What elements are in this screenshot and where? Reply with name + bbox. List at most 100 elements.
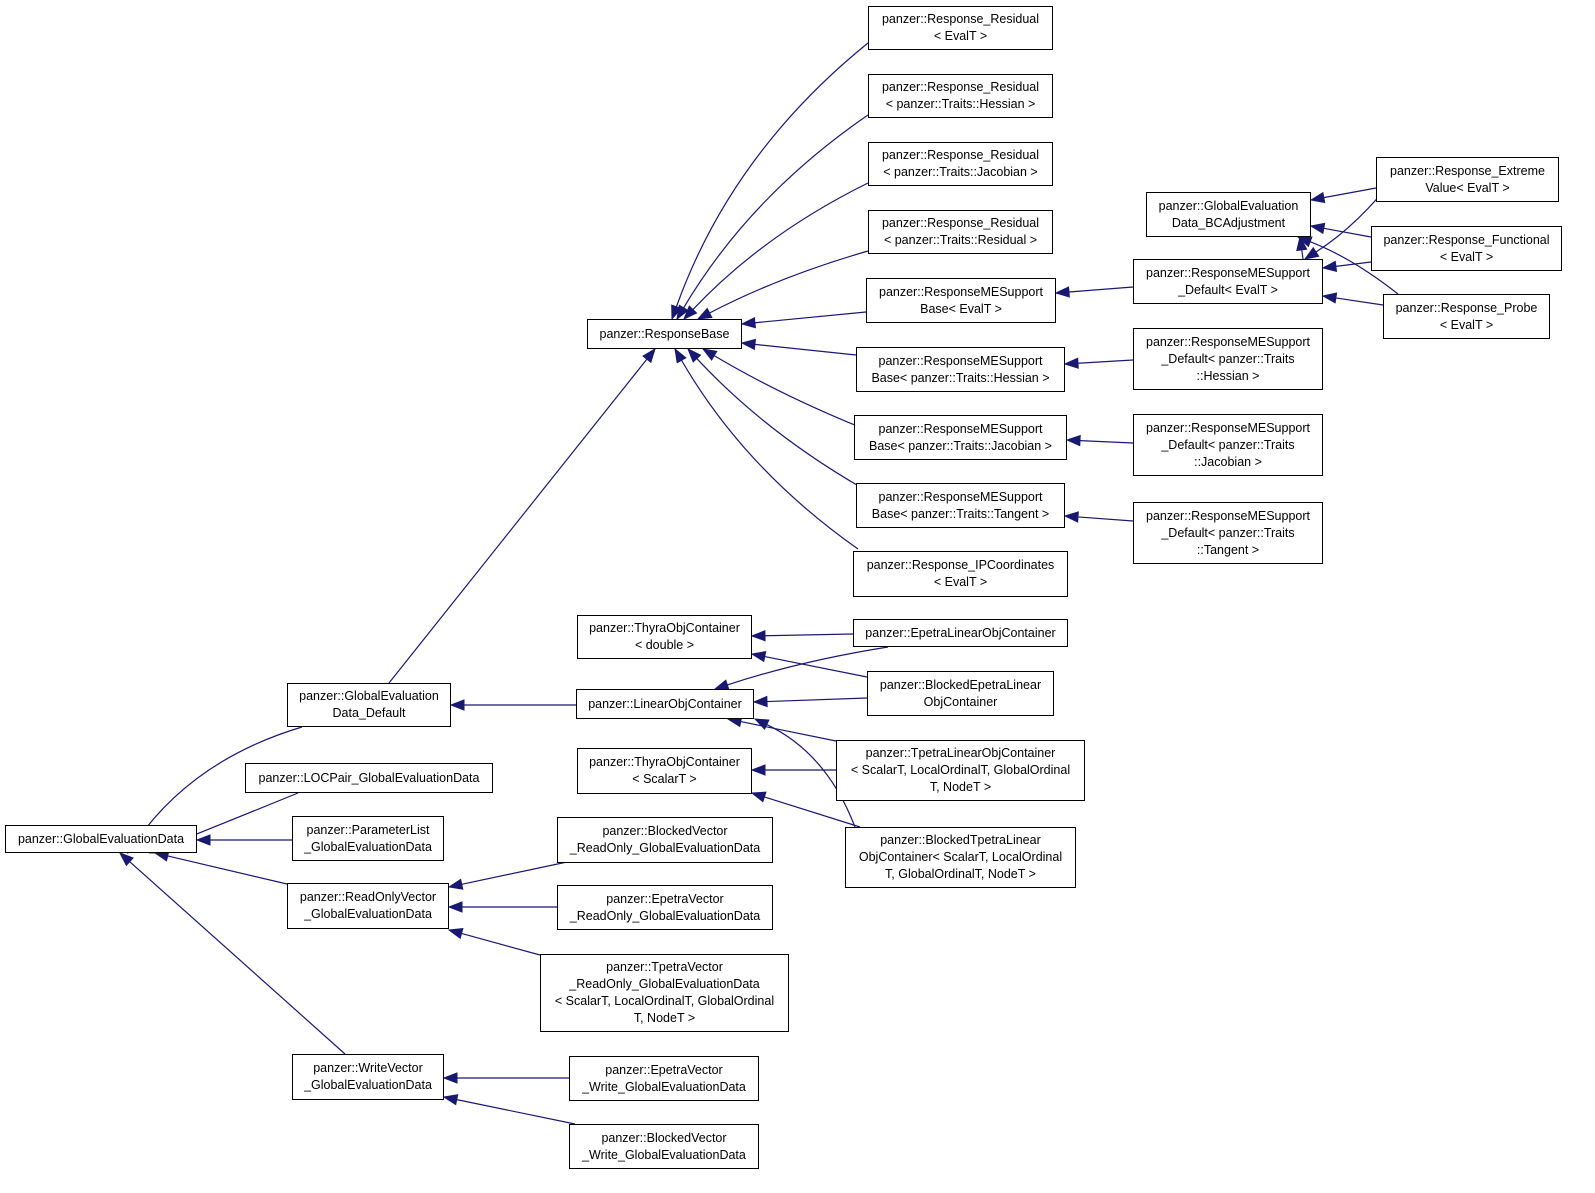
- class-node-responsebase[interactable]: panzer::ResponseBase: [587, 319, 742, 349]
- inheritance-edge-rr_jac-to-responsebase: [692, 182, 869, 310]
- class-node-r-ipc[interactable]: panzer::Response_IPCoordinates< EvalT >: [853, 551, 1068, 597]
- class-node-ged[interactable]: panzer::GlobalEvaluationData: [5, 825, 197, 853]
- class-node-label-line: < EvalT >: [933, 575, 988, 589]
- inheritance-arrowhead: [1309, 191, 1326, 204]
- class-node-epetra-ro[interactable]: panzer::EpetraVector_ReadOnly_GlobalEval…: [557, 885, 773, 930]
- class-node-thyra-double[interactable]: panzer::ThyraObjContainer< double >: [577, 615, 752, 659]
- class-node-rr-evalt[interactable]: panzer::Response_Residual< EvalT >: [868, 6, 1053, 50]
- class-node-label-line: Base< panzer::Traits::Jacobian >: [869, 438, 1052, 453]
- inheritance-edge-rmes_tan-to-responsebase: [696, 358, 863, 489]
- inheritance-arrowhead: [674, 347, 687, 364]
- inheritance-edge-rr_hess-to-responsebase: [683, 114, 869, 309]
- inheritance-edge-rmesd_tan-to-rmes_tan: [1077, 516, 1134, 522]
- class-node-rr-jac[interactable]: panzer::Response_Residual< panzer::Trait…: [868, 142, 1053, 186]
- class-node-label-line: panzer::ResponseMESupport: [878, 489, 1043, 504]
- class-node-label-line: panzer::ThyraObjContainer: [589, 755, 740, 769]
- class-node-label-line: < panzer::Traits::Jacobian >: [883, 165, 1038, 179]
- inheritance-arrowhead: [687, 347, 702, 363]
- inheritance-arrowhead: [1296, 235, 1308, 252]
- class-node-readonly[interactable]: panzer::ReadOnlyVector_GlobalEvaluationD…: [287, 883, 449, 929]
- class-node-label-line: panzer::ResponseMESupport: [1146, 334, 1310, 349]
- inheritance-arrowhead: [449, 699, 465, 711]
- inheritance-edge-blocked_tpetra-to-linobj: [766, 724, 856, 828]
- class-node-label-line: panzer::ResponseMESupport: [879, 284, 1043, 299]
- class-node-label-line: < EvalT >: [1439, 317, 1494, 332]
- inheritance-edge-rmes_hess-to-responsebase: [754, 343, 857, 356]
- class-node-writevec[interactable]: panzer::WriteVector_GlobalEvaluationData: [292, 1054, 444, 1100]
- class-node-r-probe[interactable]: panzer::Response_Probe< EvalT >: [1383, 294, 1550, 339]
- inheritance-arrowhead: [701, 348, 718, 361]
- class-node-rmesd-jac[interactable]: panzer::ResponseMESupport_Default< panze…: [1133, 414, 1323, 476]
- class-node-label-line: panzer::GlobalEvaluation: [299, 689, 439, 703]
- class-node-tpetra-ro[interactable]: panzer::TpetraVector_ReadOnly_GlobalEval…: [540, 954, 789, 1032]
- inheritance-arrowhead: [442, 1094, 459, 1106]
- class-node-label-line: panzer::BlockedVector: [601, 1130, 727, 1145]
- class-node-label-line: panzer::ThyraObjContainer: [589, 621, 740, 635]
- class-node-rr-hess[interactable]: panzer::Response_Residual< panzer::Trait…: [868, 74, 1053, 118]
- class-node-rmesd-evalt[interactable]: panzer::ResponseMESupport_Default< EvalT…: [1133, 259, 1323, 304]
- inheritance-edge-blocked_tpetra-to-thyra_scalar: [764, 796, 861, 828]
- class-node-rmesd-tan[interactable]: panzer::ResponseMESupport_Default< panze…: [1133, 502, 1323, 564]
- class-node-blocked-w[interactable]: panzer::BlockedVector_Write_GlobalEvalua…: [569, 1124, 759, 1169]
- class-node-label-line: panzer::LinearObjContainer: [588, 696, 742, 711]
- inheritance-arrowhead: [750, 630, 766, 642]
- class-node-r-functional[interactable]: panzer::Response_Functional< EvalT >: [1371, 226, 1562, 271]
- class-node-paramlist[interactable]: panzer::ParameterList_GlobalEvaluationDa…: [292, 816, 444, 861]
- class-node-label-line: panzer::BlockedTpetraLinear: [880, 833, 1041, 847]
- class-node-epetra-loc[interactable]: panzer::EpetraLinearObjContainer: [853, 619, 1068, 647]
- class-node-label-line: panzer::WriteVector: [313, 1061, 423, 1075]
- class-node-label-line: ::Tangent >: [1196, 542, 1260, 557]
- class-node-label-line: _Write_GlobalEvaluationData: [582, 1147, 746, 1162]
- class-node-label-line: panzer::Response_Residual: [881, 80, 1040, 94]
- class-node-label-line: Value< EvalT >: [1425, 180, 1510, 195]
- class-node-label-line: ::Hessian >: [1196, 368, 1260, 383]
- inheritance-edge-rmesd_jac-to-rmes_jac: [1079, 439, 1134, 444]
- inheritance-edge-blocked_w-to-writevec: [456, 1099, 576, 1125]
- class-node-label-line: _Default< panzer::Traits: [1161, 437, 1295, 452]
- class-node-label-line: panzer::TpetraVector: [606, 960, 723, 974]
- inheritance-arrowhead: [447, 901, 463, 913]
- class-node-label-line: Base< EvalT >: [920, 301, 1002, 316]
- class-node-locpair[interactable]: panzer::LOCPair_GlobalEvaluationData: [245, 763, 493, 793]
- class-node-label-line: < ScalarT, LocalOrdinalT, GlobalOrdinal: [850, 763, 1071, 777]
- class-node-label-line: _GlobalEvaluationData: [304, 839, 432, 854]
- class-node-epetra-w[interactable]: panzer::EpetraVector_Write_GlobalEvaluat…: [569, 1056, 759, 1101]
- class-node-thyra-scalar[interactable]: panzer::ThyraObjContainer< ScalarT >: [577, 748, 752, 794]
- class-node-blocked-ro[interactable]: panzer::BlockedVector_ReadOnly_GlobalEva…: [557, 817, 773, 863]
- class-node-label-line: panzer::EpetraLinearObjContainer: [865, 625, 1056, 640]
- class-node-rr-res[interactable]: panzer::Response_Residual< panzer::Trait…: [868, 210, 1053, 254]
- inheritance-edge-epetra_loc-to-linobj: [727, 646, 889, 686]
- class-node-label-line: _ReadOnly_GlobalEvaluationData: [569, 841, 761, 855]
- inheritance-arrowhead: [676, 304, 689, 321]
- inheritance-edge-rmesd_evalt-to-rmes_evalt: [1068, 286, 1134, 293]
- class-node-label-line: panzer::LOCPair_GlobalEvaluationData: [258, 770, 480, 785]
- class-node-tpetra-loc[interactable]: panzer::TpetraLinearObjContainer< Scalar…: [836, 740, 1085, 801]
- inheritance-arrowhead: [696, 307, 713, 320]
- class-node-label-line: < EvalT >: [933, 29, 988, 43]
- inheritance-edge-blocked_epetra-to-thyra_double: [764, 655, 868, 678]
- inheritance-arrowhead: [1309, 222, 1326, 235]
- class-node-rmesd-hess[interactable]: panzer::ResponseMESupport_Default< panze…: [1133, 328, 1323, 390]
- class-node-label-line: panzer::ResponseMESupport: [1146, 508, 1310, 523]
- class-node-label-line: panzer::Response_Extreme: [1390, 163, 1545, 178]
- inheritance-edge-r_probe-to-ged_bc: [1309, 241, 1399, 295]
- inheritance-edge-ged_default-to-ged: [134, 726, 303, 843]
- inheritance-edge-blocked_epetra-to-linobj: [766, 697, 868, 703]
- inheritance-arrowhead: [1321, 292, 1338, 304]
- inheritance-edge-epetra_loc-to-thyra_double: [764, 633, 854, 637]
- class-node-linobj[interactable]: panzer::LinearObjContainer: [576, 689, 754, 719]
- class-node-label-line: panzer::ResponseMESupport: [878, 353, 1043, 368]
- class-node-label-line: Data_BCAdjustment: [1171, 215, 1286, 230]
- class-node-label-line: panzer::GlobalEvaluation: [1158, 198, 1299, 213]
- class-node-label-line: < ScalarT, LocalOrdinalT, GlobalOrdinal: [554, 994, 775, 1008]
- class-node-label-line: _GlobalEvaluationData: [304, 907, 432, 921]
